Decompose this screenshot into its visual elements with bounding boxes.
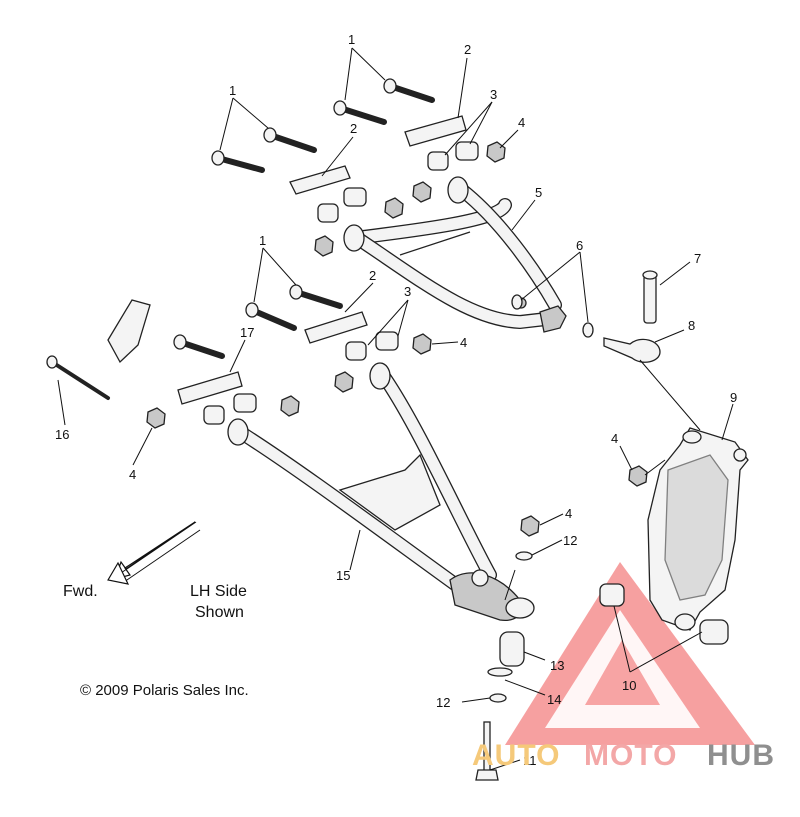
callout-15: 15 xyxy=(336,568,350,583)
upper-a-arm xyxy=(343,176,567,333)
watermark-triangle-core xyxy=(585,640,660,705)
callout-10: 10 xyxy=(622,678,636,693)
callout-3a: 3 xyxy=(490,87,497,102)
watermark-wordmark: AUTO MOTO HUB xyxy=(472,739,775,772)
callout-4e: 4 xyxy=(565,506,572,521)
callout-14: 14 xyxy=(547,692,561,707)
callout-4d: 4 xyxy=(611,431,618,446)
plates xyxy=(107,115,467,405)
callout-1b: 1 xyxy=(348,32,355,47)
washers xyxy=(489,294,594,703)
callout-12b: 12 xyxy=(436,695,450,710)
ball-joint xyxy=(475,631,525,781)
forward-direction-label: Fwd. xyxy=(63,583,98,600)
leader-lines xyxy=(57,47,734,771)
callout-3b: 3 xyxy=(404,284,411,299)
lower-a-arm xyxy=(227,362,535,621)
callout-13: 13 xyxy=(550,658,564,673)
copyright-notice: © 2009 Polaris Sales Inc. xyxy=(80,682,249,699)
callout-17: 17 xyxy=(240,325,254,340)
watermark-word-hub: HUB xyxy=(707,739,775,772)
callout-8: 8 xyxy=(688,318,695,333)
callout-12a: 12 xyxy=(563,533,577,548)
callout-7: 7 xyxy=(694,251,701,266)
watermark-word-auto: AUTO xyxy=(472,739,560,772)
callout-4a: 4 xyxy=(518,115,525,130)
callout-2c: 2 xyxy=(369,268,376,283)
side-note-line-2: Shown xyxy=(195,604,244,621)
knuckle-bushings xyxy=(599,583,729,645)
bushings xyxy=(203,141,479,425)
bolts-upper xyxy=(211,78,435,173)
callout-4c: 4 xyxy=(129,467,136,482)
callout-6: 6 xyxy=(576,238,583,253)
side-note-line-1: LH Side xyxy=(190,583,247,600)
callout-2b: 2 xyxy=(350,121,357,136)
callout-11: 11 xyxy=(523,753,537,768)
callout-2a: 2 xyxy=(464,42,471,57)
watermark-logo xyxy=(505,562,755,745)
callout-5: 5 xyxy=(535,185,542,200)
callout-4b: 4 xyxy=(460,335,467,350)
callout-1c: 1 xyxy=(259,233,266,248)
callout-numbers: 1 1 1 2 2 2 3 3 4 4 4 4 4 5 6 7 8 9 10 1… xyxy=(55,32,737,768)
bolts-lower xyxy=(46,284,343,400)
spindle-knuckle xyxy=(647,427,749,631)
watermark-word-moto: MOTO xyxy=(584,739,677,772)
forward-arrow xyxy=(107,521,201,585)
tie-rod-end xyxy=(603,270,701,431)
callout-1a: 1 xyxy=(229,83,236,98)
callout-9: 9 xyxy=(730,390,737,405)
callout-16: 16 xyxy=(55,427,69,442)
